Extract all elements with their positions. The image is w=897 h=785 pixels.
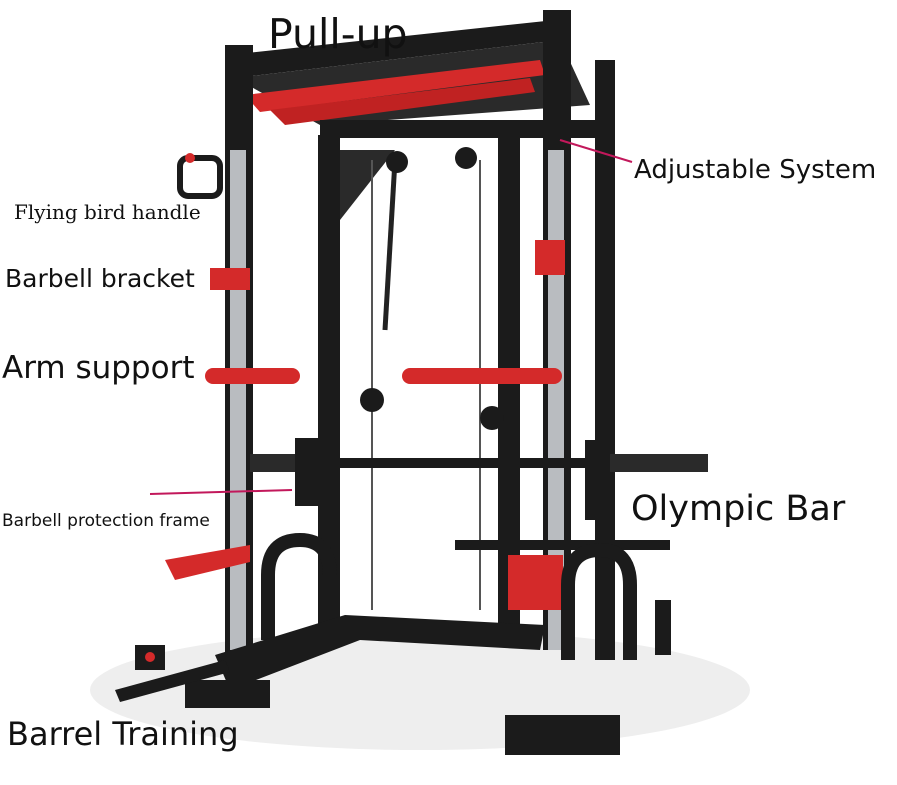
barbell-protection-frame-label: Barbell protection frame xyxy=(2,511,210,531)
base-foot-front-right xyxy=(505,715,620,755)
arm-support-left xyxy=(205,368,300,384)
arm-support-label: Arm support xyxy=(2,350,195,386)
olympic-bar xyxy=(250,458,708,468)
landmine-knob xyxy=(145,652,155,662)
pulley-1 xyxy=(386,151,408,173)
olympic-bar-label: Olympic Bar xyxy=(631,489,846,529)
front-upright-left-steel xyxy=(230,150,246,650)
handle-knob xyxy=(185,153,195,163)
safety-arch-right xyxy=(561,542,637,660)
pulley-2 xyxy=(455,147,477,169)
flying-bird-handle-label: Flying bird handle xyxy=(14,200,201,224)
pulley-3 xyxy=(360,388,384,412)
top-frame-left-beam xyxy=(228,20,560,78)
base-frame xyxy=(215,615,545,690)
top-crossbar xyxy=(320,120,610,138)
plate-holder-right xyxy=(655,600,671,655)
barbell-protection-frame xyxy=(165,545,250,580)
pull-up-label: Pull-up xyxy=(268,10,408,58)
rear-brace xyxy=(340,150,395,220)
barbell-bracket-label: Barbell bracket xyxy=(5,264,195,293)
adjustable-system-pointer xyxy=(559,139,633,163)
landmine-barrel xyxy=(115,660,230,702)
rear-upright-left xyxy=(318,135,340,625)
base-foot-front-left xyxy=(185,680,270,708)
adjustable-system-label: Adjustable System xyxy=(634,155,877,185)
pull-up-bar xyxy=(245,60,545,112)
lower-bar xyxy=(455,540,670,550)
pull-up-bar-front xyxy=(270,78,535,125)
barbell-bracket-left xyxy=(210,268,250,290)
flying-bird-handle xyxy=(177,155,223,199)
cable-center xyxy=(382,159,398,331)
lower-red-block xyxy=(508,555,563,610)
arm-support-right xyxy=(402,368,562,384)
barbell-bracket-right xyxy=(535,240,565,275)
safety-arch-left xyxy=(261,532,337,640)
olympic-bar-sleeve-right xyxy=(610,454,708,472)
smith-carriage-right xyxy=(585,440,609,520)
far-upright-right xyxy=(595,60,615,660)
protection-frame-pointer xyxy=(149,489,293,495)
pulley-4 xyxy=(480,406,504,430)
smith-carriage-left xyxy=(295,438,319,506)
barrel-training-label: Barrel Training xyxy=(7,715,239,753)
